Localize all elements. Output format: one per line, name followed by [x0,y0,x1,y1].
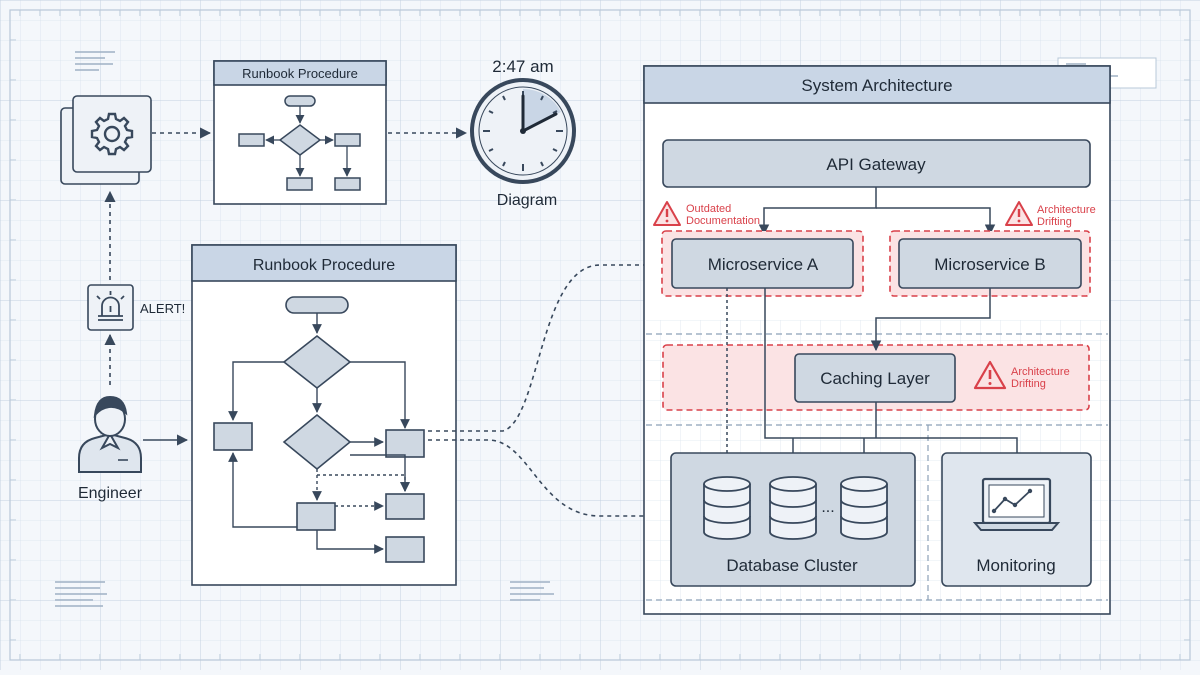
top-runbook-panel[interactable]: Runbook Procedure [213,60,387,205]
top-runbook-title: Runbook Procedure [242,66,358,81]
database-icon [703,476,751,540]
caching-layer-node[interactable]: Caching Layer [794,353,956,403]
monitoring-node[interactable]: Monitoring [941,452,1092,587]
clock: 2:47 am Diagram [470,57,576,209]
microservice-a-node[interactable]: Microservice A [661,230,864,297]
outdated-warning-line2: Documentation [686,215,760,227]
clock-time: 2:47 am [492,57,553,76]
clock-icon [470,78,576,184]
warning-icon [1005,201,1033,226]
decorative-notes [55,51,554,607]
monitoring-label: Monitoring [976,556,1055,575]
warning-icon [653,201,681,226]
drift-b-line2: Drifting [1037,216,1072,228]
engineer-node: Engineer [78,395,143,502]
microservice-b-node[interactable]: Microservice B [889,230,1091,297]
warning-icon [973,360,1007,390]
database-icon [769,476,817,540]
architecture-title: System Architecture [801,76,952,95]
drift-cache-line1: Architecture [1011,366,1070,378]
ruler-ticks [10,10,1190,660]
main-runbook-title: Runbook Procedure [253,257,395,274]
flow-step-center [296,502,336,531]
caching-layer-label: Caching Layer [820,369,930,388]
gear-icon [90,112,134,156]
drift-warning-microservice-b: Architecture Drifting [1005,201,1096,228]
alarm-light-icon [96,291,125,321]
alert-label: ALERT! [140,301,185,316]
top-runbook-flowchart [238,95,361,191]
api-gateway-node[interactable]: API Gateway [662,139,1091,188]
microservice-a-label: Microservice A [708,255,819,274]
microservice-b-label: Microservice B [934,255,1045,274]
automation-node [60,95,152,185]
main-runbook-flowchart [213,296,425,563]
laptop-chart-icon [972,477,1061,531]
flow-step-right-2 [385,493,425,520]
clock-caption: Diagram [497,192,557,209]
drift-b-line1: Architecture [1037,204,1096,216]
alert-node[interactable]: ALERT! [87,284,185,331]
outdated-warning-line1: Outdated [686,203,731,215]
database-cluster-node[interactable]: ... Database Cluster [670,452,916,587]
flow-start [285,296,349,314]
database-icon [840,476,888,540]
flow-step-left [213,422,253,451]
api-gateway-label: API Gateway [826,155,926,174]
main-runbook-panel[interactable]: Runbook Procedure [191,244,457,586]
person-icon [78,395,142,473]
engineer-label: Engineer [78,485,143,502]
database-ellipsis: ... [821,499,834,516]
drift-cache-line2: Drifting [1011,378,1046,390]
flow-step-right-3 [385,536,425,563]
outdated-documentation-warning: Outdated Documentation [653,201,760,227]
drift-warning-caching: Architecture Drifting [972,355,1082,395]
database-cluster-label: Database Cluster [726,556,858,575]
flow-step-right-1 [385,429,425,458]
